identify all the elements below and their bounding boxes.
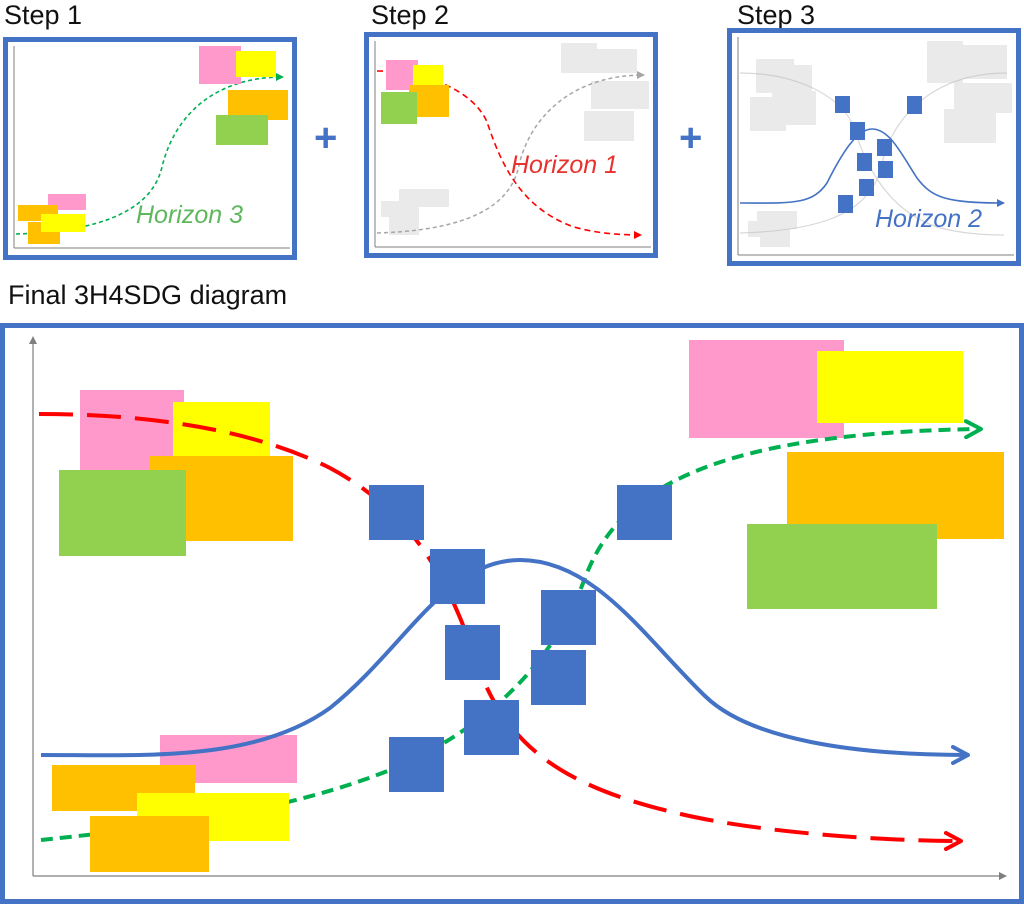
sdg-squares [835,96,922,213]
horizon3-label: Horizon 3 [136,201,243,229]
sdg-square [907,96,922,114]
horizon2-label: Horizon 2 [875,205,982,233]
green-sticky [381,92,417,124]
final-diagram [29,336,1007,880]
horizon2-curve [40,557,970,765]
final-diagram-panel [0,323,1024,904]
sdg-square [531,650,586,705]
sdg-square [430,549,485,604]
yellow-sticky [817,351,963,423]
step1-label: Step 1 [4,0,83,30]
step2-diagram: Horizon 1 [374,41,651,248]
green-sticky [59,470,186,556]
yellow-sticky [173,402,270,464]
plus-sign-2: + [679,116,703,160]
sdg-square [850,122,865,140]
step3-panel: Horizon 2 [727,28,1021,266]
faded-horizon3-curve [376,71,645,234]
faded-stickies [381,43,649,235]
sdg-square [464,700,519,755]
step1-diagram: Horizon 3 [13,46,290,249]
yellow-sticky [41,214,85,232]
sdg-square [857,153,872,171]
sdg-square [617,485,672,540]
horizon2-curve [739,128,1005,207]
horizon1-curve [376,70,642,239]
step2-panel: Horizon 1 [364,32,658,258]
sdg-square [838,195,853,213]
orange-sticky [90,816,209,872]
sdg-square [859,179,874,196]
sdg-square [541,590,596,645]
sdg-square [389,737,444,792]
final-diagram-label: Final 3H4SDG diagram [8,280,288,310]
sdg-square [877,139,892,156]
sdg-squares [369,485,672,792]
yellow-sticky [413,65,443,87]
step2-axes [374,41,651,248]
step2-label: Step 2 [371,0,450,30]
step1-axes [13,46,290,249]
sdg-square [878,161,893,178]
yellow-sticky [236,51,276,77]
step3-diagram: Horizon 2 [737,37,1014,256]
pink-sticky [199,46,241,84]
faded-stickies [748,41,1012,247]
green-sticky [747,524,937,609]
sdg-square [369,485,424,540]
green-sticky [216,115,268,145]
step3-axes [737,37,1014,256]
sdg-square [445,625,500,680]
step1-panel: Horizon 3 [3,37,297,260]
step3-label: Step 3 [737,0,816,30]
sdg-square [835,96,850,113]
final-axes [29,336,1007,880]
plus-sign-1: + [314,116,338,160]
horizon1-label: Horizon 1 [511,151,618,179]
